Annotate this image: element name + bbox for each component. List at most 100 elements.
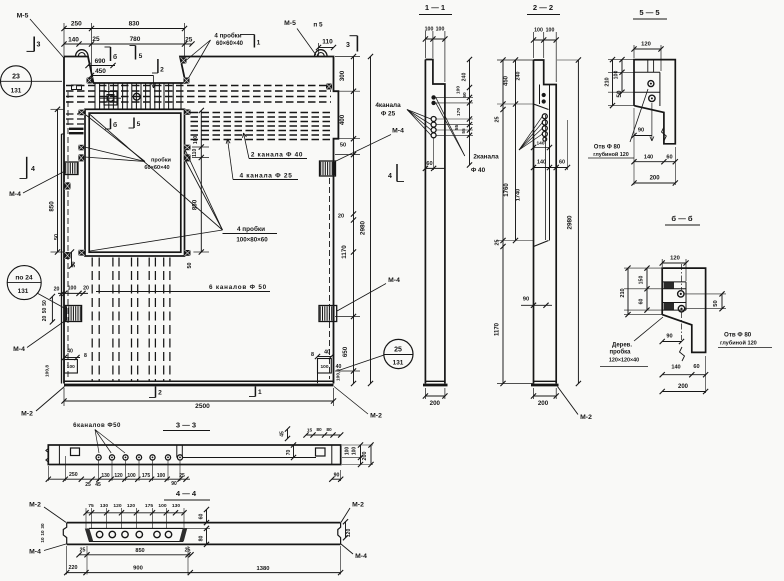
svg-text:4канала: 4канала [375, 102, 401, 109]
svg-text:8: 8 [84, 353, 87, 359]
svg-text:20: 20 [338, 214, 344, 220]
svg-text:90: 90 [171, 481, 177, 487]
svg-text:M-2: M-2 [370, 413, 382, 420]
svg-text:2: 2 [160, 67, 164, 74]
svg-text:M-2: M-2 [580, 414, 592, 421]
svg-text:по 24: по 24 [15, 275, 33, 282]
svg-text:100: 100 [158, 503, 166, 509]
svg-text:60×60×40: 60×60×40 [144, 165, 169, 171]
svg-text:90: 90 [523, 297, 529, 303]
svg-text:M-4: M-4 [392, 128, 404, 135]
svg-text:20: 20 [42, 316, 48, 322]
svg-text:M-4: M-4 [13, 346, 25, 353]
svg-text:25: 25 [85, 482, 91, 488]
svg-text:100: 100 [193, 136, 199, 145]
svg-text:830: 830 [129, 21, 140, 28]
svg-text:140: 140 [644, 155, 653, 161]
svg-text:Дерев.: Дерев. [612, 343, 632, 349]
svg-text:6 каналов Ф 50: 6 каналов Ф 50 [209, 284, 267, 291]
svg-text:100: 100 [614, 71, 620, 80]
svg-text:60×60×40: 60×60×40 [216, 41, 244, 47]
svg-text:200: 200 [430, 400, 441, 407]
svg-text:4 пробки: 4 пробки [237, 225, 265, 233]
svg-text:175: 175 [145, 503, 153, 509]
svg-text:1760: 1760 [504, 183, 510, 197]
svg-text:100×80×60: 100×80×60 [236, 237, 268, 244]
svg-text:50: 50 [42, 308, 48, 314]
svg-text:50: 50 [616, 90, 623, 98]
svg-text:450: 450 [504, 75, 510, 86]
svg-text:M-5: M-5 [17, 13, 29, 20]
svg-text:M-4: M-4 [355, 553, 367, 560]
svg-text:2980: 2980 [567, 215, 574, 230]
svg-text:140: 140 [537, 160, 546, 166]
svg-text:60: 60 [426, 161, 432, 167]
svg-text:90: 90 [638, 128, 644, 134]
svg-text:200: 200 [650, 176, 661, 182]
svg-text:100: 100 [157, 473, 166, 479]
svg-text:1740: 1740 [516, 189, 522, 201]
svg-text:M-2: M-2 [21, 411, 33, 418]
svg-text:4 пробки: 4 пробки [214, 33, 241, 40]
svg-text:210: 210 [605, 77, 611, 86]
svg-text:25: 25 [394, 347, 402, 354]
svg-text:50: 50 [462, 92, 468, 98]
svg-text:100: 100 [546, 28, 555, 34]
svg-text:50: 50 [54, 234, 60, 240]
svg-text:40: 40 [324, 350, 330, 356]
svg-text:140: 140 [68, 36, 79, 43]
svg-text:131: 131 [18, 288, 29, 295]
svg-text:60: 60 [666, 155, 672, 161]
svg-text:120: 120 [114, 473, 123, 479]
svg-text:25: 25 [92, 36, 100, 43]
svg-text:780: 780 [130, 36, 141, 43]
svg-text:4: 4 [31, 166, 35, 173]
svg-text:3 — 3: 3 — 3 [176, 421, 196, 430]
svg-text:120: 120 [670, 256, 680, 262]
svg-text:110: 110 [192, 149, 198, 157]
svg-text:120: 120 [641, 42, 651, 48]
svg-text:250: 250 [69, 472, 78, 478]
svg-text:10: 10 [40, 530, 45, 536]
svg-text:M-4: M-4 [29, 549, 41, 556]
svg-text:120: 120 [127, 503, 135, 509]
svg-text:Отв Ф 80: Отв Ф 80 [724, 332, 752, 339]
svg-text:130: 130 [101, 473, 110, 479]
svg-text:25: 25 [80, 548, 86, 554]
svg-text:850: 850 [135, 548, 144, 554]
svg-text:60: 60 [639, 299, 645, 305]
svg-text:15: 15 [307, 428, 313, 434]
svg-text:8: 8 [311, 352, 314, 358]
svg-text:60: 60 [693, 364, 699, 370]
svg-text:650: 650 [342, 346, 349, 357]
svg-text:100: 100 [127, 473, 136, 479]
svg-text:175: 175 [142, 473, 151, 479]
svg-text:300: 300 [339, 70, 346, 81]
svg-text:1 — 1: 1 — 1 [425, 3, 446, 12]
svg-text:45: 45 [280, 431, 286, 437]
svg-text:30: 30 [40, 523, 45, 529]
svg-text:1380: 1380 [257, 566, 270, 572]
svg-text:100: 100 [67, 364, 75, 370]
svg-text:55: 55 [461, 128, 467, 134]
svg-text:Ф 25: Ф 25 [381, 111, 396, 118]
svg-text:глубиной 120: глубиной 120 [593, 151, 628, 158]
svg-text:250: 250 [71, 21, 82, 28]
svg-text:110: 110 [322, 39, 333, 46]
svg-text:450: 450 [95, 68, 106, 75]
svg-text:50: 50 [42, 300, 48, 306]
svg-text:2500: 2500 [195, 403, 210, 410]
svg-text:5 — 5: 5 — 5 [639, 8, 660, 17]
svg-text:131: 131 [11, 88, 22, 95]
svg-text:5: 5 [137, 121, 141, 128]
svg-text:50: 50 [340, 143, 346, 149]
svg-text:1170: 1170 [341, 245, 348, 259]
svg-text:400: 400 [339, 114, 346, 125]
svg-text:70: 70 [286, 450, 292, 456]
svg-text:120×120×40: 120×120×40 [609, 358, 639, 364]
svg-text:10: 10 [40, 537, 45, 543]
svg-text:б — б: б — б [671, 214, 693, 223]
svg-text:1: 1 [257, 40, 261, 47]
svg-text:25: 25 [185, 548, 191, 554]
svg-text:2 канала Ф 40: 2 канала Ф 40 [251, 152, 303, 159]
